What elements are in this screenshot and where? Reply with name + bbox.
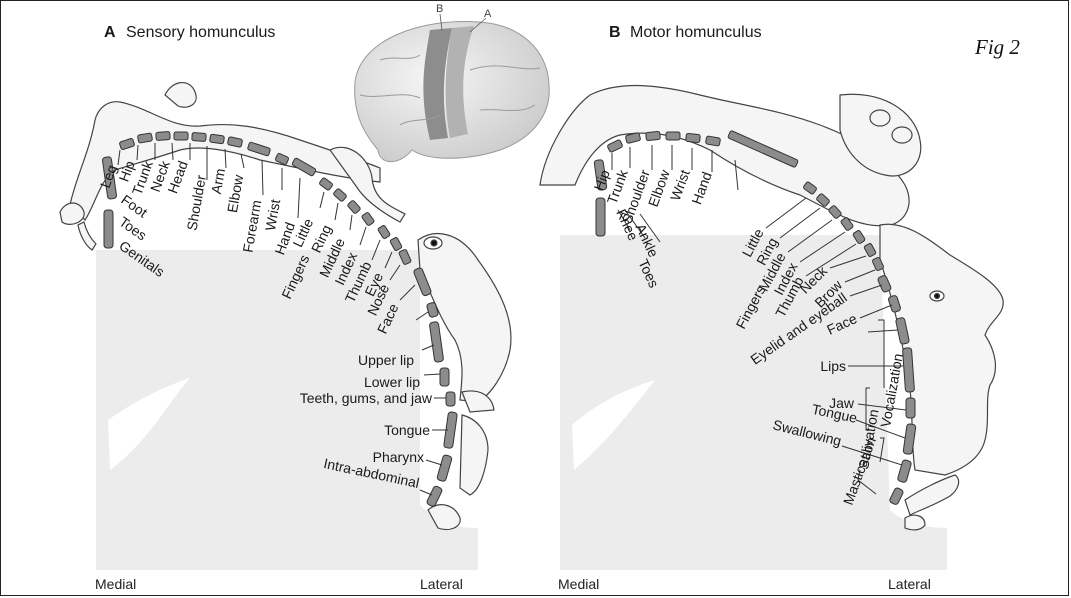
label-shoulder: Shoulder [184, 173, 210, 231]
panel-a-medial: Medial [95, 576, 136, 592]
label-toes: Toes [116, 213, 149, 243]
label-arm: Arm [208, 167, 228, 195]
panel-a-lateral: Lateral [420, 576, 463, 592]
panel-b-lateral: Lateral [888, 576, 931, 592]
label-b-lips: Lips [820, 358, 846, 374]
panel-b-medial: Medial [558, 576, 599, 592]
label-upper-lip: Upper lip [358, 352, 414, 368]
panel-b-title: Motor homunculus [630, 24, 762, 41]
brain-inset-label-a: A [484, 8, 492, 20]
label-tongue: Tongue [384, 422, 430, 438]
figure-label: Fig 2 [974, 35, 1020, 59]
label-pharynx: Pharynx [373, 449, 424, 465]
label-teeth-gums-jaw: Teeth, gums, and jaw [300, 390, 433, 406]
panel-b-letter: B [609, 24, 621, 41]
panel-a-letter: A [104, 24, 116, 41]
label-elbow: Elbow [224, 173, 247, 214]
brain-inset [355, 14, 550, 162]
label-lower-lip: Lower lip [364, 374, 420, 390]
label-b-hand: Hand [688, 170, 714, 207]
panel-a-title: Sensory homunculus [126, 24, 275, 41]
brain-inset-label-b: B [436, 3, 443, 15]
label-forearm: Forearm [239, 199, 264, 254]
